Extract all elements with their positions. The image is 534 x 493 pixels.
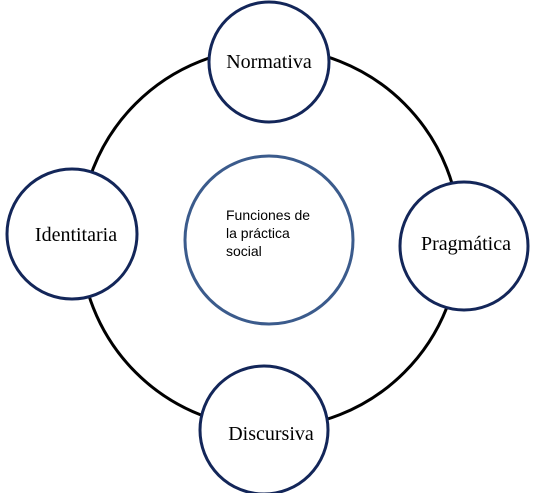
node-identitaria: Identitaria bbox=[5, 167, 139, 301]
center-label-line-3: social bbox=[226, 243, 262, 259]
node-pragmatica-circle bbox=[398, 180, 530, 312]
node-normativa-circle bbox=[207, 0, 331, 124]
node-discursiva-label: Discursiva bbox=[228, 423, 314, 445]
node-pragmatica: Pragmática bbox=[398, 180, 530, 312]
node-discursiva-circle bbox=[198, 364, 330, 493]
center-label-line-1: Funciones de bbox=[226, 207, 310, 223]
center-label-line-2: la práctica bbox=[226, 225, 290, 241]
node-normativa-label: Normativa bbox=[226, 51, 312, 73]
node-discursiva: Discursiva bbox=[198, 364, 330, 493]
node-identitaria-label: Identitaria bbox=[35, 224, 117, 246]
center-concept: Funciones de la práctica social bbox=[183, 154, 355, 326]
node-normativa: Normativa bbox=[207, 0, 331, 124]
node-pragmatica-label: Pragmática bbox=[421, 233, 511, 255]
center-circle bbox=[183, 154, 355, 326]
node-identitaria-circle bbox=[5, 167, 139, 301]
